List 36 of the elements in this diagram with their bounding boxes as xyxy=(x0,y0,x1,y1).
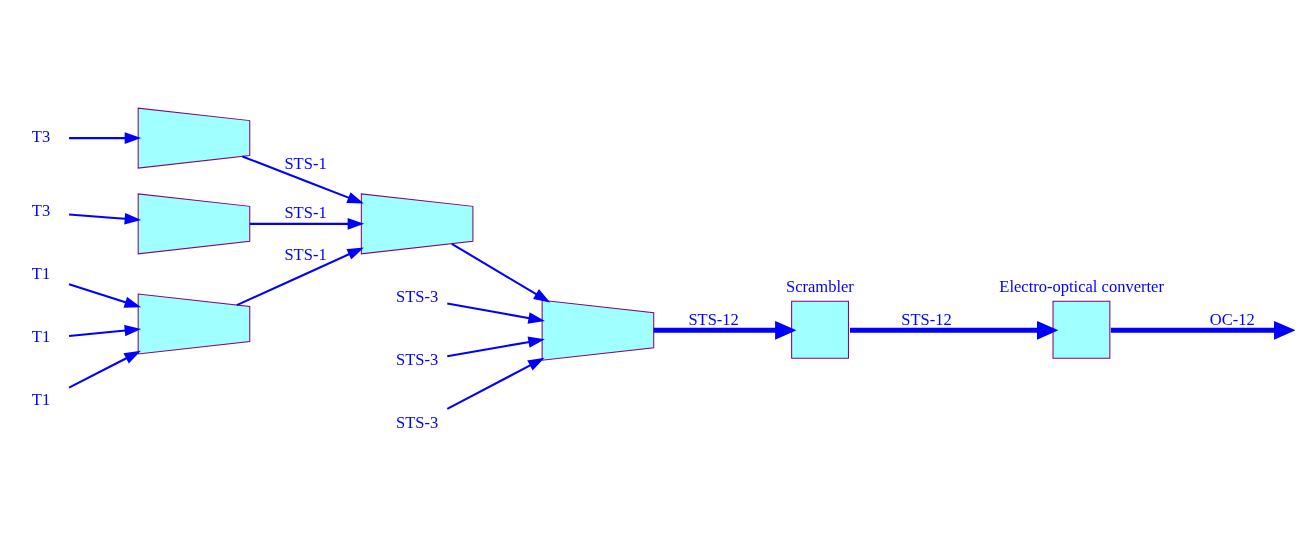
arrow xyxy=(236,247,364,306)
edge-label: OC-12 xyxy=(1209,309,1255,329)
arrow xyxy=(1110,320,1295,340)
arrow xyxy=(447,335,545,357)
node-text: STS-3 xyxy=(396,349,439,369)
edge-label: STS-12 xyxy=(901,309,952,329)
arrow xyxy=(446,357,545,410)
edge-label: STS-12 xyxy=(688,309,739,329)
node-text: T3 xyxy=(31,200,51,220)
arrow xyxy=(68,350,141,389)
arrow xyxy=(242,155,364,204)
edge-label: STS-1 xyxy=(284,244,327,264)
node-text: T1 xyxy=(31,263,51,283)
node-trapezoid xyxy=(541,299,655,361)
node-text: T3 xyxy=(31,126,51,146)
arrow xyxy=(68,324,142,337)
node-label: Scrambler xyxy=(785,276,854,296)
edge-label: STS-1 xyxy=(284,202,327,222)
arrow xyxy=(447,301,545,324)
arrow xyxy=(850,320,1059,340)
arrow xyxy=(68,282,142,308)
node-trapezoid xyxy=(137,107,251,169)
arrow xyxy=(69,212,142,224)
node-text: T1 xyxy=(31,389,51,409)
arrow xyxy=(249,217,365,230)
node-trapezoid xyxy=(137,192,251,254)
arrow xyxy=(653,320,797,340)
node-trapezoid xyxy=(360,192,474,254)
node-trapezoid xyxy=(137,293,251,355)
node-text: STS-3 xyxy=(396,412,439,432)
edge-label: STS-1 xyxy=(284,153,327,173)
node-label: Electro-optical converter xyxy=(999,276,1164,296)
node-text: T1 xyxy=(31,326,51,346)
arrow xyxy=(69,131,142,144)
arrow xyxy=(451,242,551,302)
node-text: STS-3 xyxy=(396,286,439,306)
